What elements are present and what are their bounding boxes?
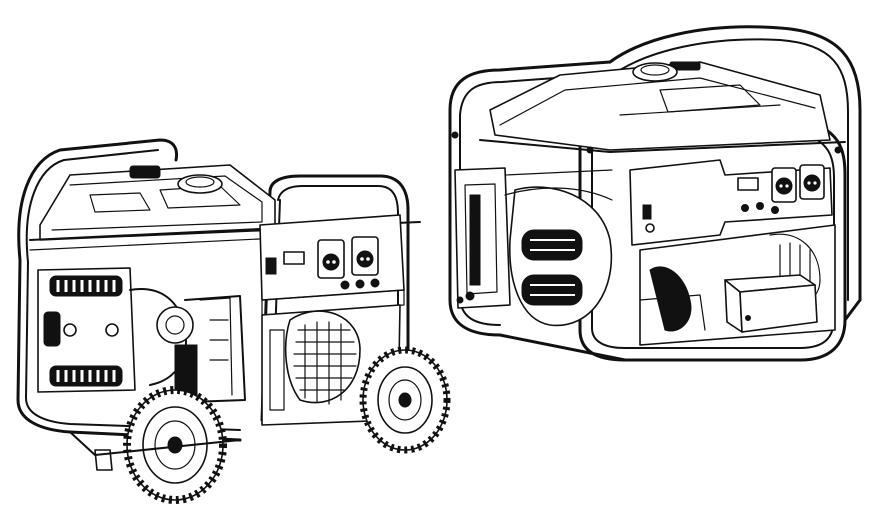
engine-vent-bottom [521, 274, 583, 306]
right-meter [737, 177, 759, 191]
choke-lever [43, 311, 61, 347]
right-outlet-2 [799, 164, 825, 200]
left-outlet-1 [317, 239, 345, 279]
air-filter-box [454, 167, 511, 309]
recoil-starter [156, 306, 194, 344]
left-switch [265, 257, 277, 275]
air-filter-bar [469, 194, 481, 286]
hex-grille [293, 321, 357, 405]
wheeled-generator [16, 138, 451, 504]
right-fuel-cap [632, 62, 678, 82]
left-outlet-2 [351, 236, 379, 276]
left-fuel-cap [177, 174, 223, 194]
left-meter [283, 251, 305, 265]
right-control-panel [629, 159, 833, 246]
left-control-panel [259, 214, 405, 316]
battery-box [724, 274, 818, 333]
left-vent-top [49, 275, 123, 297]
right-fuel-tank [479, 61, 846, 153]
engine-vent-top [521, 229, 583, 261]
right-carburetor [649, 266, 692, 332]
right-engine [454, 167, 613, 327]
framed-generator [448, 25, 862, 362]
left-engine [37, 267, 246, 403]
right-outlet-1 [771, 167, 797, 203]
left-wheel-rear [359, 346, 451, 454]
left-handle [129, 165, 161, 179]
right-switch [642, 204, 652, 220]
left-vent-bottom [49, 365, 123, 387]
left-wheel-front [123, 386, 227, 504]
